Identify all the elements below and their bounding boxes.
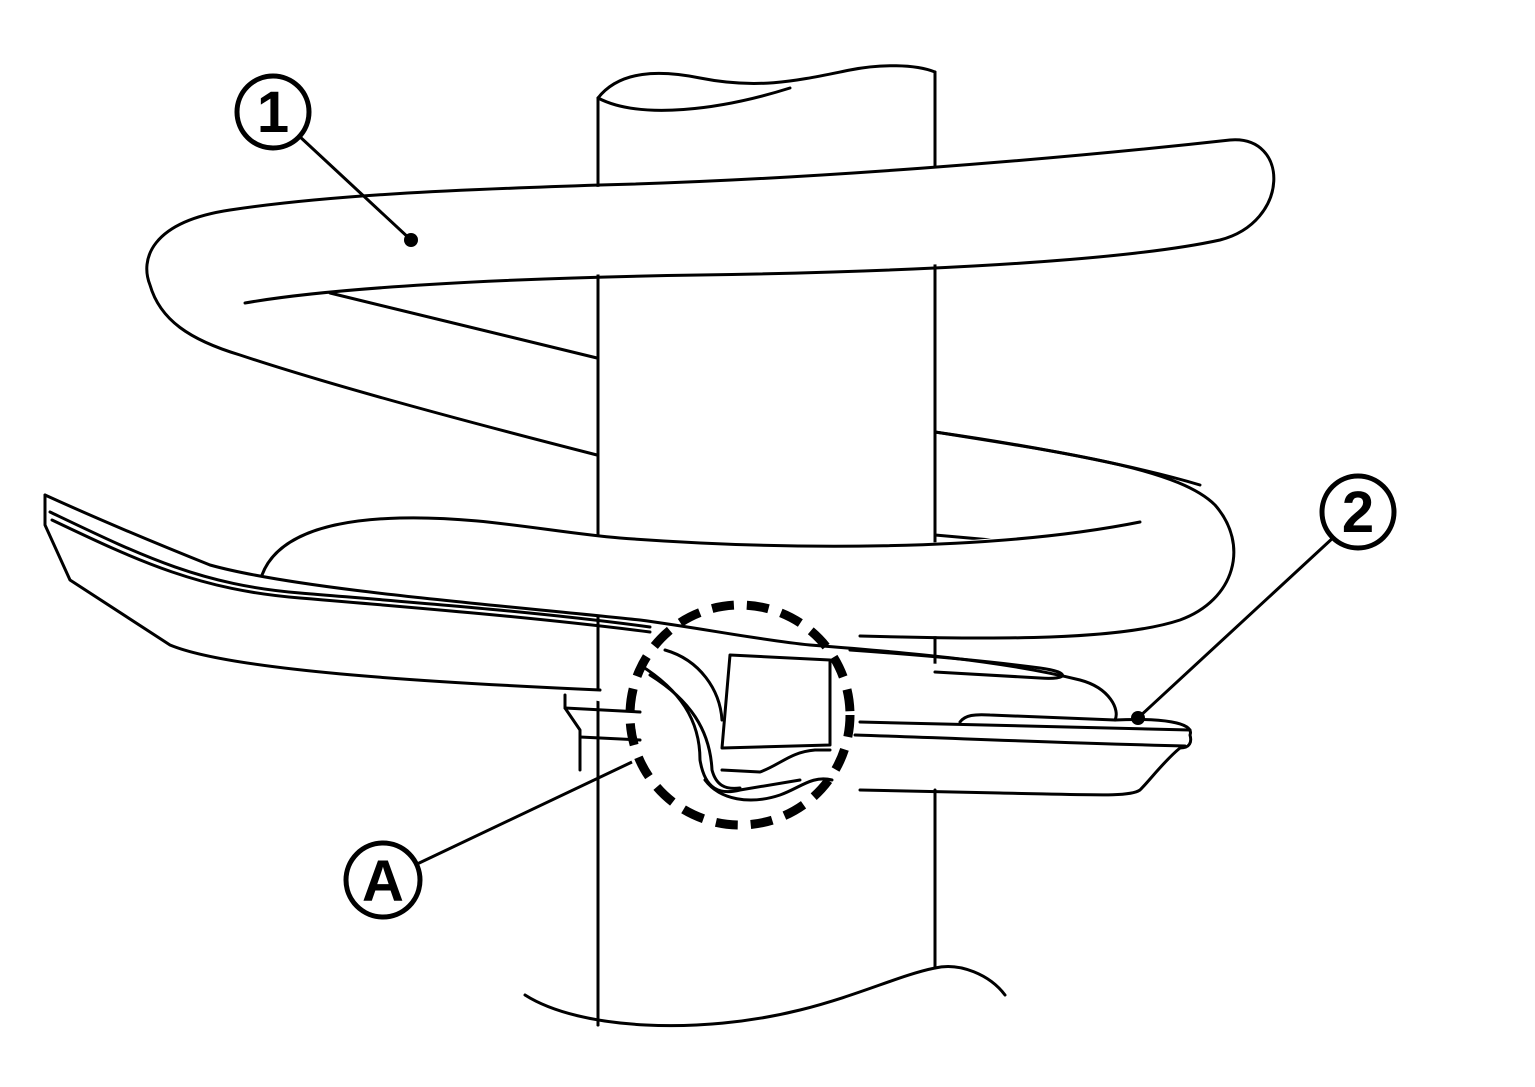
callout-2-circle [1319,473,1397,551]
leader-line-2 [1136,534,1337,720]
spring-seat [43,493,1193,797]
leader-line-1 [296,133,413,242]
seat-locating-tab [638,648,834,802]
callout-2-label: 2 [1342,480,1374,545]
callout-1-label: 1 [257,80,289,145]
leader-line-a [414,760,633,867]
callout-1: 1 [234,73,312,151]
callout-a: A [343,840,423,920]
callout-1-circle [234,73,312,151]
leader-dot-2 [1131,711,1145,725]
leader-dot-1 [404,233,418,247]
spring-coil-lower [260,430,1236,640]
detail-a-circle [625,600,855,830]
spring-coil-upper [145,138,1279,457]
leader-lines [296,133,1337,867]
strut-rod-lower [523,788,1007,1028]
callout-a-label: A [362,849,404,914]
callout-2: 2 [1319,473,1397,551]
callout-a-circle [343,840,423,920]
